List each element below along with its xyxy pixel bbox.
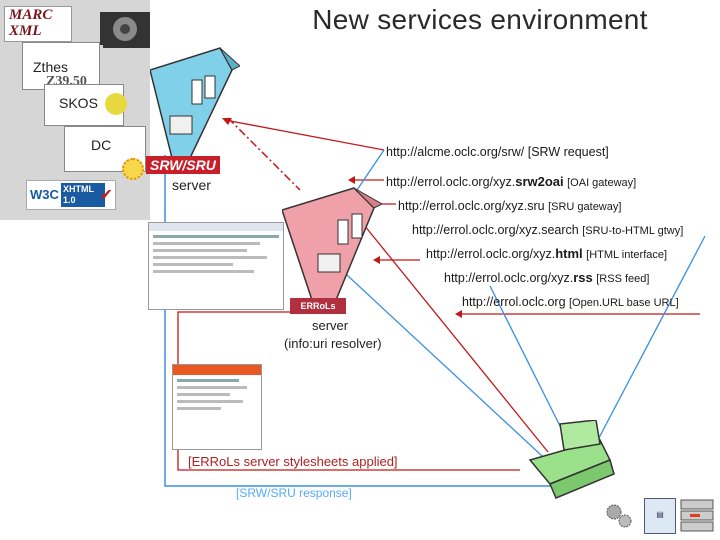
url-oai-gateway: http://errol.oclc.org/xyz.srw2oai [OAI g… bbox=[386, 174, 637, 189]
server-rack-icon bbox=[680, 498, 714, 532]
srw-server-tower bbox=[149, 40, 241, 159]
zthes-card: Zthes bbox=[22, 42, 100, 90]
srw-sru-label: SRW/SRU bbox=[146, 156, 220, 174]
user-workstation-icon bbox=[510, 419, 620, 504]
response-label: [SRW/SRU response] bbox=[236, 486, 352, 500]
url-openurl-base: http://errol.oclc.org [Open.URL base URL… bbox=[462, 295, 679, 309]
stylesheets-label: [ERRoLs server stylesheets applied] bbox=[188, 454, 398, 469]
dc-label: DC bbox=[91, 137, 112, 153]
html-output-page-thumbnail bbox=[172, 364, 262, 450]
errols-server-sublabel: (info:uri resolver) bbox=[284, 336, 382, 351]
srw-request-arrow bbox=[224, 119, 385, 151]
xhtml-label: XHTML 1.0 bbox=[61, 183, 105, 207]
search-results-page-thumbnail bbox=[148, 222, 284, 310]
errols-server-tower bbox=[281, 180, 384, 301]
page-title: New services environment bbox=[312, 4, 648, 35]
url-html-interface: http://errol.oclc.org/xyz.html [HTML int… bbox=[426, 246, 668, 261]
zthes-label: Zthes bbox=[33, 59, 69, 75]
srw-sru-badge: SRW/SRU bbox=[146, 156, 220, 175]
url-sru-gateway: http://errol.oclc.org/xyz.sru [SRU gatew… bbox=[398, 199, 622, 213]
url-srw-request: http://alcme.oclc.org/srw/ [SRW request] bbox=[386, 145, 609, 159]
marc-xml-logo: MARC XML bbox=[4, 6, 72, 42]
sun-icon bbox=[122, 158, 144, 180]
errols-badge: ERRoLs bbox=[290, 298, 346, 314]
gear-icon bbox=[100, 12, 150, 48]
skos-card: SKOS bbox=[44, 84, 127, 126]
srw-to-errols-link bbox=[227, 117, 301, 191]
user-request-line bbox=[359, 219, 549, 453]
gears-icon bbox=[604, 500, 634, 530]
url-sru-to-html-gateway: http://errol.oclc.org/xyz.search [SRU-to… bbox=[412, 223, 684, 237]
errols-server-label: server bbox=[312, 318, 349, 333]
check-icon: ✔ bbox=[99, 187, 113, 204]
srw-server-label: server bbox=[172, 177, 211, 193]
xhtml-badge: W3C XHTML 1.0 ✔ bbox=[26, 180, 116, 210]
skos-icon bbox=[105, 93, 127, 115]
document-icon: ▤ bbox=[644, 498, 676, 534]
w3c-logo: W3C bbox=[30, 187, 59, 202]
skos-label: SKOS bbox=[59, 95, 98, 111]
url-rss-feed: http://errol.oclc.org/xyz.rss [RSS feed] bbox=[444, 270, 650, 285]
